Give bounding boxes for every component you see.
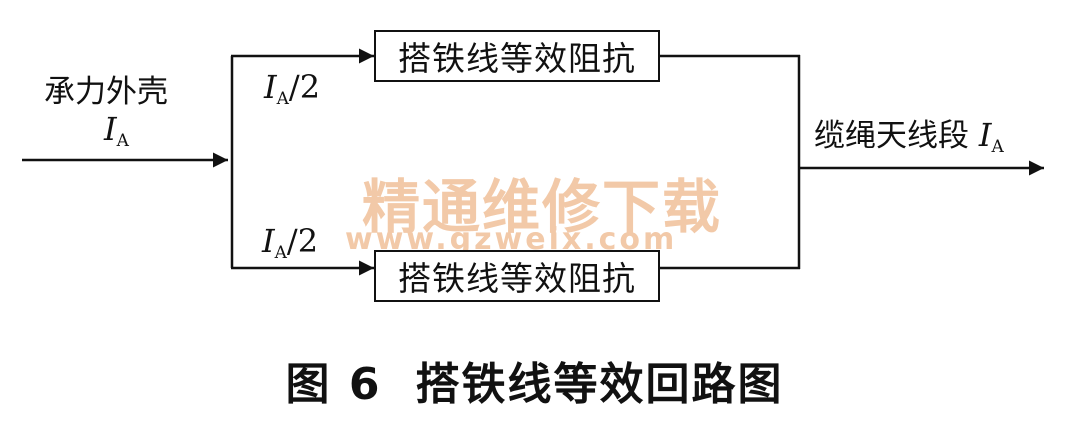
input-current-symbol: I <box>104 110 117 148</box>
lower-impedance-box: 搭铁线等效阻抗 <box>374 250 660 302</box>
input-current-subscript: A <box>116 131 129 151</box>
figure-caption: 图 6 搭铁线等效回路图 <box>0 348 1069 412</box>
lower-current-symbol: I <box>262 222 275 260</box>
caption-number: 图 6 <box>285 359 382 410</box>
watermark-chinese: 精通维修下载 <box>362 173 723 241</box>
caption-title: 搭铁线等效回路图 <box>415 359 784 410</box>
upper-impedance-box: 搭铁线等效阻抗 <box>374 30 660 82</box>
lower-branch-current: IA/2 <box>262 222 318 263</box>
output-current-subscript: A <box>991 137 1004 157</box>
input-current: IA <box>104 110 129 151</box>
input-label: 承力外壳 <box>44 74 168 110</box>
lower-current-subscript: A <box>274 243 287 263</box>
upper-branch-current: IA/2 <box>264 68 320 109</box>
output-label: 缆绳天线段 IA <box>814 110 1004 157</box>
upper-current-subscript: A <box>276 89 289 109</box>
lower-current-divisor: /2 <box>286 222 319 260</box>
output-current-symbol: I <box>978 116 992 154</box>
upper-current-divisor: /2 <box>288 68 321 106</box>
upper-current-symbol: I <box>264 68 277 106</box>
output-label-text: 缆绳天线段 <box>814 118 969 154</box>
